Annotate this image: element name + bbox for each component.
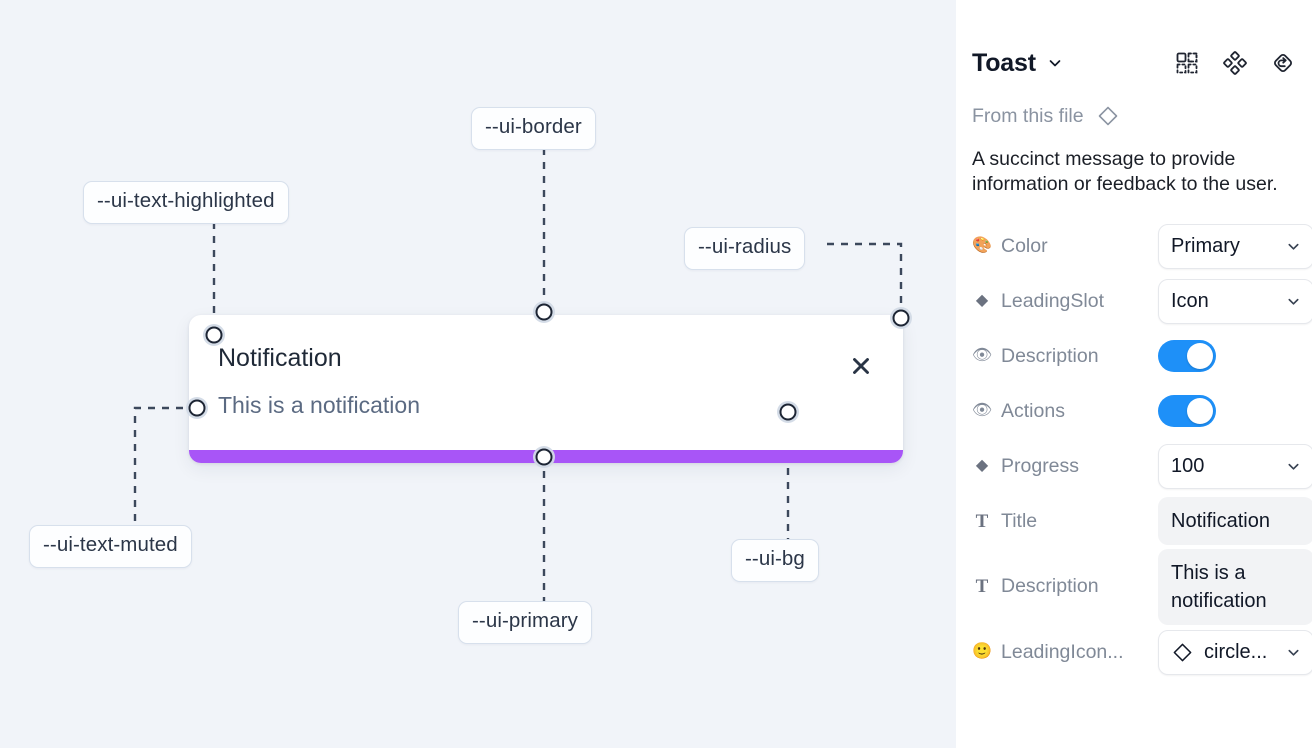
property-label-title: T Title	[972, 510, 1158, 533]
property-name: LeadingSlot	[1001, 289, 1105, 312]
leadingslot-select-value: Icon	[1171, 289, 1209, 312]
property-row-color: 🎨 Color Primary	[972, 219, 1312, 274]
eye-emoji-icon: 👁	[972, 347, 993, 365]
progress-select-value: 100	[1171, 454, 1205, 477]
chevron-down-icon[interactable]	[1047, 55, 1063, 71]
property-name: Title	[1001, 509, 1038, 532]
toast-title: Notification	[218, 344, 342, 372]
property-control-progress: 100	[1158, 443, 1312, 489]
color-select[interactable]: Primary	[1158, 223, 1312, 269]
color-select-value: Primary	[1171, 234, 1240, 257]
leadingslot-select[interactable]: Icon	[1158, 278, 1312, 324]
token-anchor-ui-radius[interactable]	[892, 309, 910, 327]
token-chip-ui-bg[interactable]: --ui-bg	[731, 539, 819, 582]
property-name: Color	[1001, 234, 1048, 257]
design-canvas[interactable]: Notification This is a notification --ui…	[0, 0, 956, 748]
from-this-file-label: From this file	[972, 104, 1084, 127]
property-row-title: T Title Notification	[972, 494, 1312, 549]
chevron-down-icon	[1278, 294, 1301, 309]
property-label-color: 🎨 Color	[972, 235, 1158, 258]
close-icon[interactable]	[848, 353, 874, 379]
smiley-emoji-icon: 🙂	[972, 643, 992, 661]
property-label-progress: ◆ Progress	[972, 455, 1158, 478]
toggle-knob	[1187, 398, 1213, 425]
page-title: Toast	[972, 48, 1036, 77]
diamond-icon: ◆	[975, 292, 989, 310]
text-t-icon: T	[975, 576, 989, 598]
property-control-description-toggle	[1158, 340, 1296, 373]
property-label-description: 👁 Description	[972, 345, 1158, 368]
component-diamonds-icon[interactable]	[1222, 50, 1248, 76]
diamond-component-icon	[1096, 104, 1120, 128]
token-chip-ui-primary[interactable]: --ui-primary	[458, 601, 592, 644]
chevron-down-icon	[1278, 459, 1301, 474]
property-row-actions-toggle: 👁 Actions	[972, 384, 1296, 439]
leadingicon-select-value: circle...	[1204, 640, 1268, 663]
header-icon-group	[1174, 50, 1296, 76]
reset-instance-icon[interactable]	[1270, 50, 1296, 76]
token-chip-ui-border[interactable]: --ui-border	[471, 107, 596, 150]
properties-panel: Toast	[956, 0, 1312, 748]
token-chip-ui-radius[interactable]: --ui-radius	[684, 227, 806, 270]
property-control-title: Notification	[1158, 497, 1312, 546]
description-input[interactable]: This is a notification	[1158, 548, 1312, 625]
property-label-leadingslot: ◆ LeadingSlot	[972, 290, 1158, 313]
property-control-description-text: This is a notification	[1158, 548, 1312, 625]
property-row-description-toggle: 👁 Description	[972, 329, 1296, 384]
token-anchor-ui-bg[interactable]	[779, 403, 797, 421]
leadingicon-select[interactable]: circle...	[1158, 629, 1312, 675]
token-chip-ui-text-highlighted[interactable]: --ui-text-highlighted	[83, 181, 289, 224]
token-anchor-ui-text-highlighted[interactable]	[205, 326, 223, 344]
actions-toggle[interactable]	[1158, 395, 1216, 428]
diamond-icon: ◆	[975, 457, 989, 475]
property-name: Progress	[1001, 454, 1080, 477]
property-label-description-text: T Description	[972, 575, 1158, 598]
property-name: Description	[1001, 344, 1099, 367]
progress-select[interactable]: 100	[1158, 443, 1312, 489]
chevron-down-icon	[1278, 239, 1301, 254]
property-name: LeadingIcon...	[1001, 640, 1124, 663]
property-name: Description	[1001, 575, 1099, 598]
text-t-icon: T	[975, 510, 989, 532]
property-label-actions: 👁 Actions	[972, 400, 1158, 423]
chevron-down-icon	[1278, 645, 1301, 660]
component-description: A succinct message to provide informatio…	[972, 148, 1278, 195]
property-row-progress: ◆ Progress 100	[972, 439, 1312, 494]
from-this-file-row[interactable]: From this file	[972, 104, 1296, 128]
property-control-leadingslot: Icon	[1158, 278, 1312, 324]
property-control-actions-toggle	[1158, 395, 1296, 428]
property-row-description-text: T Description This is a notification	[972, 548, 1312, 625]
token-chip-ui-text-muted[interactable]: --ui-text-muted	[29, 525, 192, 568]
property-control-color: Primary	[1158, 223, 1312, 269]
toast-component-preview[interactable]: Notification This is a notification	[189, 315, 903, 463]
variants-grid-icon[interactable]	[1174, 50, 1200, 76]
property-list: 🎨 Color Primary ◆ LeadingSlot	[972, 219, 1312, 680]
property-label-leadingicon: 🙂 LeadingIcon...	[972, 641, 1158, 664]
palette-emoji-icon: 🎨	[972, 237, 992, 255]
panel-header: Toast	[972, 34, 1296, 92]
property-row-leadingicon: 🙂 LeadingIcon... circle...	[972, 625, 1312, 680]
token-anchor-ui-primary[interactable]	[535, 448, 553, 466]
token-anchor-ui-border[interactable]	[535, 303, 553, 321]
toast-description: This is a notification	[218, 392, 420, 418]
property-name: Actions	[1001, 399, 1065, 422]
description-toggle[interactable]	[1158, 340, 1216, 373]
title-input[interactable]: Notification	[1158, 497, 1312, 546]
toggle-knob	[1187, 343, 1213, 370]
property-control-leadingicon: circle...	[1158, 629, 1312, 675]
diamond-component-icon	[1171, 641, 1194, 664]
property-row-leadingslot: ◆ LeadingSlot Icon	[972, 274, 1312, 329]
eye-emoji-icon: 👁	[972, 402, 993, 420]
token-anchor-ui-text-muted[interactable]	[188, 399, 206, 417]
